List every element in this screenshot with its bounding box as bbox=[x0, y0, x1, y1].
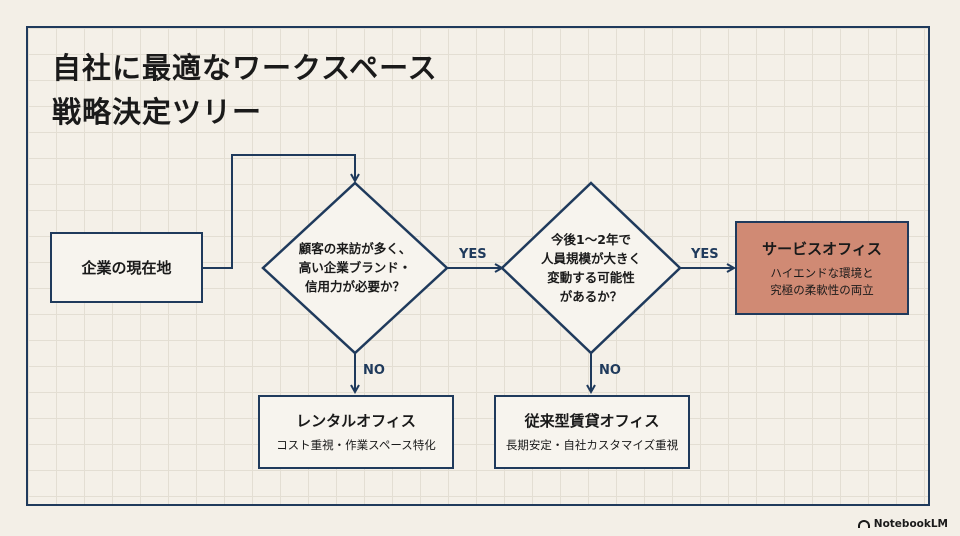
yes-label-1: YES bbox=[459, 247, 487, 262]
no-label-1: NO bbox=[363, 363, 385, 378]
traditional-office-box: 従来型賃貸オフィス 長期安定・自社カスタマイズ重視 bbox=[494, 395, 690, 469]
title-line-2: 戦略決定ツリー bbox=[52, 95, 263, 129]
serviced-office-desc: ハイエンドな環境と 究極の柔軟性の両立 bbox=[770, 265, 874, 299]
rental-office-box: レンタルオフィス コスト重視・作業スペース特化 bbox=[258, 395, 454, 469]
decision1-diamond bbox=[261, 181, 449, 355]
serviced-office-box: サービスオフィス ハイエンドな環境と 究極の柔軟性の両立 bbox=[735, 221, 909, 315]
start-node-label: 企業の現在地 bbox=[81, 259, 172, 277]
no-label-2: NO bbox=[599, 363, 621, 378]
title-line-1: 自社に最適なワークスペース bbox=[52, 51, 438, 85]
traditional-office-title: 従来型賃貸オフィス bbox=[524, 412, 660, 430]
yes-label-2: YES bbox=[691, 247, 719, 262]
decision1-question: 顧客の来訪が多く、 高い企業ブランド・ 信用力が必要か？ bbox=[298, 241, 412, 294]
rental-office-title: レンタルオフィス bbox=[296, 412, 416, 430]
notebooklm-logo-icon bbox=[857, 520, 870, 528]
start-node: 企業の現在地 bbox=[50, 232, 203, 303]
decision2-diamond bbox=[500, 181, 682, 355]
serviced-office-desc-line2: 究極の柔軟性の両立 bbox=[770, 282, 874, 297]
notebooklm-watermark: NotebookLM bbox=[857, 518, 948, 530]
traditional-office-desc: 長期安定・自社カスタマイズ重視 bbox=[505, 438, 679, 452]
edge-start-to-decision1 bbox=[203, 154, 355, 269]
rental-office-desc: コスト重視・作業スペース特化 bbox=[276, 438, 436, 452]
decision2-question: 今後1〜2年で 人員規模が大きく 変動する可能性 があるか？ bbox=[540, 232, 641, 304]
page-title: 自社に最適なワークスペース 戦略決定ツリー bbox=[52, 46, 438, 134]
serviced-office-title: サービスオフィス bbox=[762, 239, 882, 258]
serviced-office-desc-line1: ハイエンドな環境と bbox=[770, 265, 874, 280]
brand-name: NotebookLM bbox=[873, 518, 948, 530]
